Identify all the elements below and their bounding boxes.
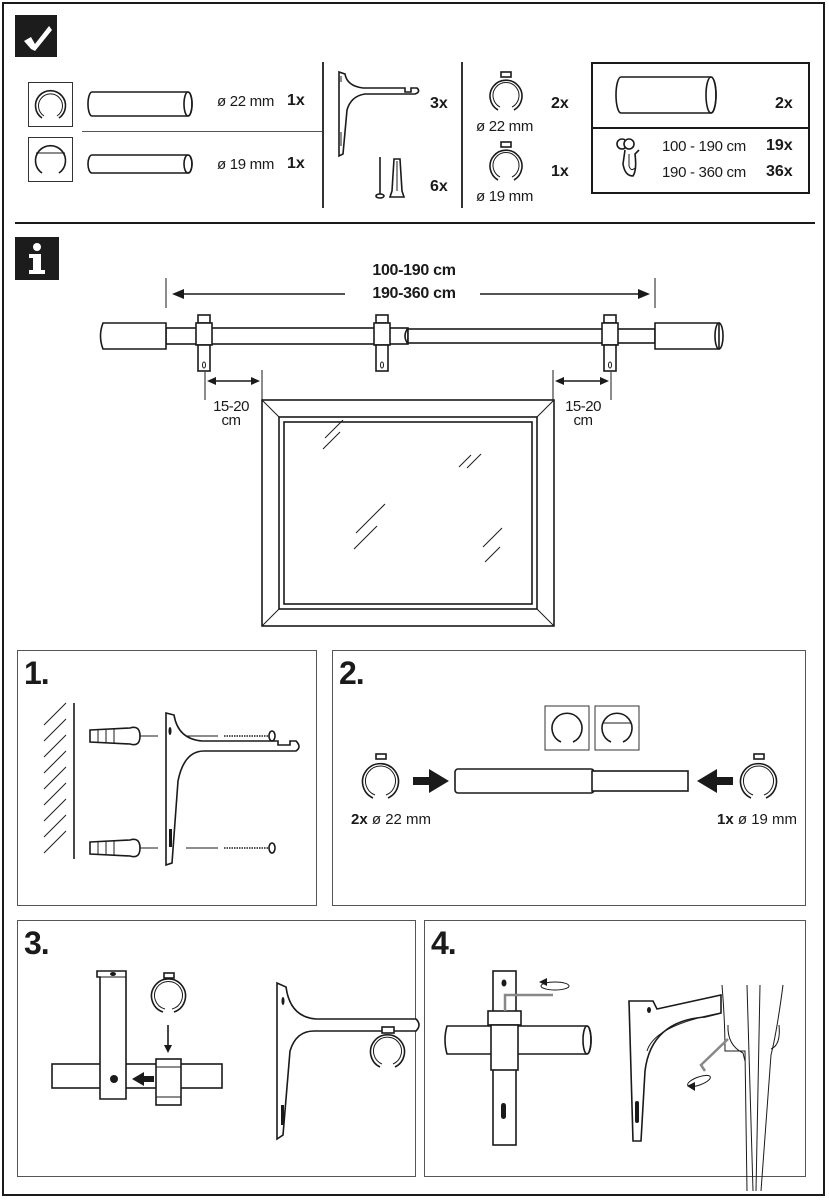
left-ring-diameter: ø 22 mm [371, 811, 432, 828]
glider-hook-icon [616, 138, 640, 177]
glider-qty-2: 36x [766, 163, 793, 180]
ring-22-qty: 2x [551, 95, 569, 112]
ring-insertion-diagram [361, 705, 778, 799]
offset-left-unit: cm [221, 412, 242, 429]
tightening-diagram [444, 970, 784, 1192]
arrow-right-icon [413, 769, 449, 793]
length-label-1: 100-190 cm [372, 262, 456, 279]
step-number: 3. [24, 925, 50, 961]
ring-19-qty: 1x [551, 163, 569, 180]
step-number: 1. [24, 655, 50, 691]
divider [322, 62, 324, 208]
rod-19mm-illustration [87, 154, 193, 174]
divider [461, 62, 463, 208]
bracket-right [601, 314, 619, 372]
flat-profile-icon [28, 137, 73, 182]
rod-19-qty: 1x [287, 155, 305, 172]
step-number: 4. [431, 925, 457, 961]
arrow-right-icon [638, 289, 650, 299]
offset-right-unit: cm [573, 412, 594, 429]
ring-19-icon [489, 141, 523, 181]
curtain-panel-icon [721, 984, 784, 1192]
right-ring-qty: 1x [717, 811, 734, 828]
offset-right-value: 15-20 [565, 398, 601, 415]
round-profile-icon [28, 82, 73, 127]
info-badge [15, 237, 59, 280]
info-icon [29, 243, 45, 274]
step-number: 2. [339, 655, 365, 691]
allen-key-icon [503, 993, 553, 1011]
right-ring-diameter: ø 19 mm [737, 811, 798, 828]
right-ring-label: 1x ø 19 mm [717, 811, 797, 828]
screw-plug-qty: 6x [430, 178, 448, 195]
divider [591, 127, 810, 129]
bracket-mounting-diagram [43, 702, 300, 867]
step-3-panel: 3. [17, 920, 420, 1177]
rotate-arrow-icon [539, 978, 570, 991]
section-divider [15, 222, 815, 224]
end-cap-qty: 2x [775, 95, 793, 112]
screw-bottom [224, 842, 276, 854]
offset-left-value: 15-20 [213, 398, 249, 415]
bracket-ring-assembly-diagram [51, 970, 420, 1141]
rod-22mm-illustration [87, 91, 193, 117]
bracket-left [195, 314, 213, 372]
left-ring-label: 2x ø 22 mm [351, 811, 431, 828]
step-2-panel: 2. 2x ø 22 mm 1x ø 19 [332, 650, 806, 906]
contents-badge [15, 15, 57, 57]
divider [82, 131, 322, 132]
arrow-left-icon [697, 769, 733, 793]
screw-top [224, 730, 276, 742]
flat-profile-icon [594, 705, 640, 751]
glass-reflection-icon [322, 419, 503, 563]
step-1-panel: 1. [17, 650, 317, 906]
ring-on-bracket-icon [369, 1026, 406, 1068]
arrow-left-icon [132, 1072, 154, 1086]
ring-22-diameter: ø 22 mm [476, 118, 534, 135]
round-profile-icon [544, 705, 590, 751]
glider-range-2: 190 - 360 cm [662, 164, 746, 181]
bracket-qty: 3x [430, 95, 448, 112]
screw-plug-icon [375, 157, 406, 199]
rod-19-diameter: ø 19 mm [217, 156, 275, 173]
glider-range-1: 100 - 190 cm [662, 138, 746, 155]
arrow-left-icon [172, 289, 184, 299]
wall-hatch-icon [43, 702, 67, 854]
allen-key-icon [699, 1038, 729, 1072]
rod-assembly-diagram [99, 278, 724, 400]
step-4-panel: 4. [424, 920, 806, 1192]
rod-22-diameter: ø 22 mm [217, 93, 275, 110]
ring-icon [150, 972, 187, 1013]
arrow-down-icon [164, 1045, 172, 1053]
ring-22-icon [361, 753, 400, 799]
length-label-2: 190-360 cm [372, 285, 456, 302]
glider-qty-1: 19x [766, 137, 793, 154]
end-cap-icon [615, 76, 717, 114]
checkmark-icon [24, 26, 52, 51]
wall-plug-bottom [89, 838, 158, 858]
ring-22-icon [489, 71, 523, 111]
rotate-arrow-icon [687, 1074, 711, 1091]
ring-19-diameter: ø 19 mm [476, 188, 534, 205]
left-ring-qty: 2x [351, 811, 368, 828]
window-illustration [261, 399, 555, 627]
bracket-center [373, 314, 391, 372]
ring-19-icon [739, 753, 778, 799]
bracket-icon [338, 70, 420, 158]
rod-22-qty: 1x [287, 92, 305, 109]
wall-plug-top [89, 726, 158, 746]
